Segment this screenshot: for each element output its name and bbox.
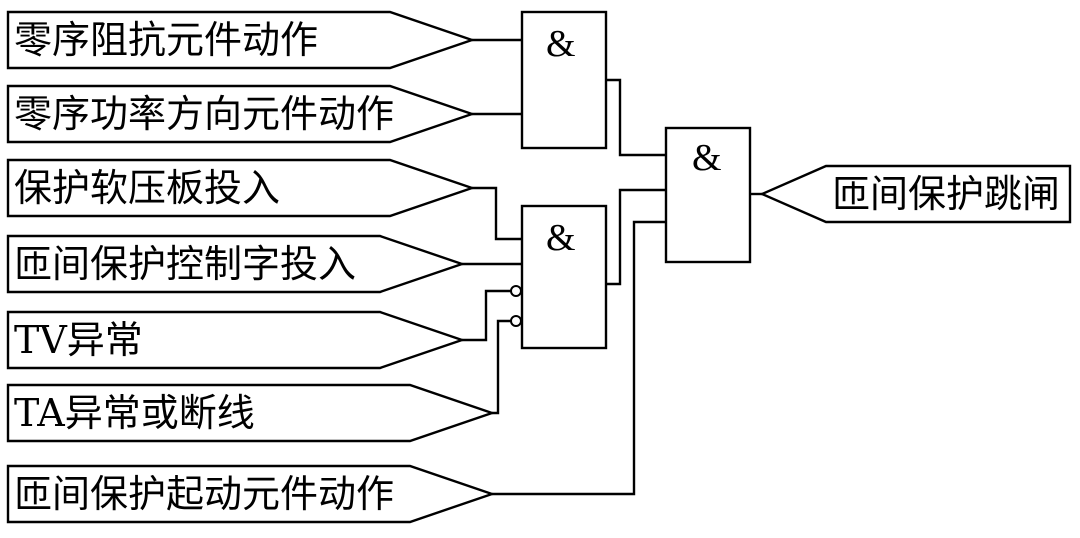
output-label: 匝间保护跳闸 (832, 172, 1060, 216)
input-control-word: 匝间保护控制字投入 (6, 234, 466, 294)
gate-symbol: & (546, 23, 576, 65)
wire-in5-to-gate2 (462, 289, 511, 342)
input-arrow-shape (6, 10, 476, 70)
input-label: 匝间保护起动元件动作 (14, 472, 394, 516)
output-arrow-shape (759, 164, 1072, 224)
input-arrow-shape (6, 310, 466, 370)
wire-in6-to-gate2 (492, 319, 511, 415)
input-label: 匝间保护控制字投入 (14, 242, 356, 286)
gate-symbol: & (692, 137, 722, 179)
gate-box (664, 126, 752, 264)
wire-in3-to-gate2 (472, 186, 522, 241)
and-gate-2: & (510, 204, 608, 350)
gate-symbol: & (546, 217, 576, 259)
wire-gate2-to-gate3 (606, 188, 666, 286)
input-zero-sequence-impedance: 零序阻抗元件动作 (6, 10, 476, 70)
input-label: 零序阻抗元件动作 (14, 18, 318, 62)
gate-box (520, 10, 608, 150)
input-label: TV异常 (14, 318, 143, 362)
input-label: TA异常或断线 (14, 391, 255, 435)
input-ta-abnormal: TA异常或断线 (6, 383, 496, 443)
connection-wires (462, 38, 762, 496)
input-arrow-shape (6, 84, 476, 144)
input-tv-abnormal: TV异常 (6, 310, 466, 370)
input-arrow-shape (6, 158, 476, 218)
input-arrow-shape (6, 234, 466, 294)
input-startup-element: 匝间保护起动元件动作 (6, 464, 496, 524)
input-arrow-shape (6, 383, 496, 443)
and-gate-3: & (664, 126, 752, 264)
input-label: 零序功率方向元件动作 (14, 92, 394, 136)
and-gate-1: & (520, 10, 608, 150)
output-interturn-trip: 匝间保护跳闸 (759, 164, 1072, 224)
wire-in7-to-gate3 (492, 220, 666, 496)
gate-box (520, 204, 608, 350)
wire-gate1-to-gate3 (606, 78, 666, 157)
inversion-bubble (510, 285, 522, 297)
inversion-bubble (510, 315, 522, 327)
input-label: 保护软压板投入 (14, 166, 280, 210)
input-soft-pressure-plate: 保护软压板投入 (6, 158, 476, 218)
input-zero-sequence-power-direction: 零序功率方向元件动作 (6, 84, 476, 144)
input-arrow-shape (6, 464, 496, 524)
